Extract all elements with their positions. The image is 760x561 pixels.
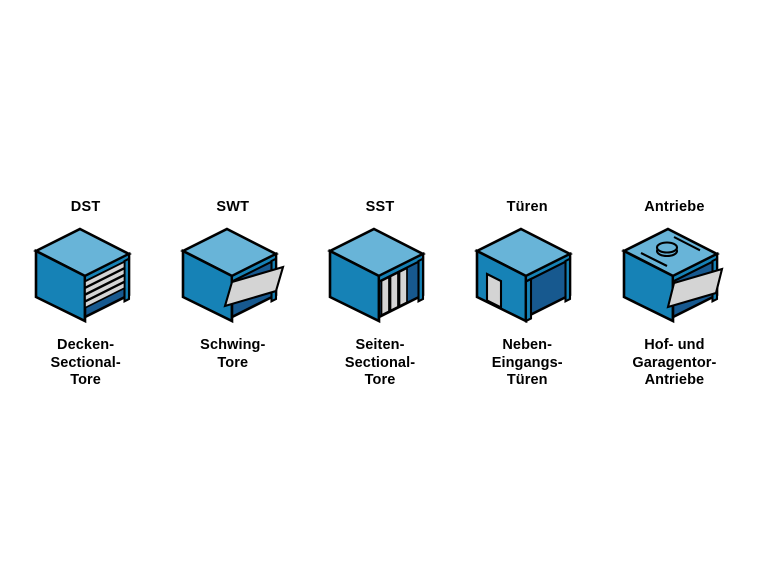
product-row: DST Decken- Sectional- Tore xyxy=(12,199,748,390)
product-name: Decken- Sectional- Tore xyxy=(50,337,121,388)
door-operator-icon xyxy=(621,227,724,324)
wall-cut-edge xyxy=(525,277,533,323)
front-wall xyxy=(181,248,234,324)
product-code: SST xyxy=(365,199,395,215)
sectional-slats xyxy=(83,260,125,310)
product-name: Seiten- Sectional- Tore xyxy=(344,337,416,388)
swing-door-panel xyxy=(666,267,724,309)
product-code: Antriebe xyxy=(644,199,705,215)
tile-decken-sectional-tore[interactable]: DST Decken- Sectional- Tore xyxy=(12,199,159,390)
side-entrance-door-icon xyxy=(474,227,574,324)
tile-antriebe[interactable]: Antriebe Hof- und Garagentor- xyxy=(601,199,748,390)
tile-schwing-tore[interactable]: SWT Schwing- Tore xyxy=(159,199,306,390)
jamb-edge xyxy=(417,256,425,304)
product-name: Neben- Eingangs- Türen xyxy=(491,337,563,388)
tile-seiten-sectional-tore[interactable]: SST Seiten- Sectional- Tore xyxy=(306,199,453,390)
jamb-edge xyxy=(564,256,572,304)
product-code: DST xyxy=(70,199,101,215)
product-code: SWT xyxy=(216,199,250,215)
ceiling-sectional-door-icon xyxy=(32,227,132,324)
front-wall xyxy=(623,248,675,324)
operator-drive-cylinder xyxy=(656,241,679,258)
swing-door-panel xyxy=(223,265,285,308)
side-sectional-door-icon xyxy=(327,227,426,324)
front-wall xyxy=(328,248,381,324)
operator-rails xyxy=(640,236,701,267)
pedestrian-door-panel xyxy=(486,272,503,310)
product-code: Türen xyxy=(506,199,548,215)
vertical-slats xyxy=(380,266,408,317)
product-name: Schwing- Tore xyxy=(200,337,266,371)
front-wall xyxy=(34,248,86,324)
swing-door-icon xyxy=(179,227,285,324)
tile-neben-eingangs-tueren[interactable]: Türen Neben- Eingangs- Türen xyxy=(454,199,601,390)
product-name: Hof- und Garagentor- Antriebe xyxy=(632,337,717,388)
